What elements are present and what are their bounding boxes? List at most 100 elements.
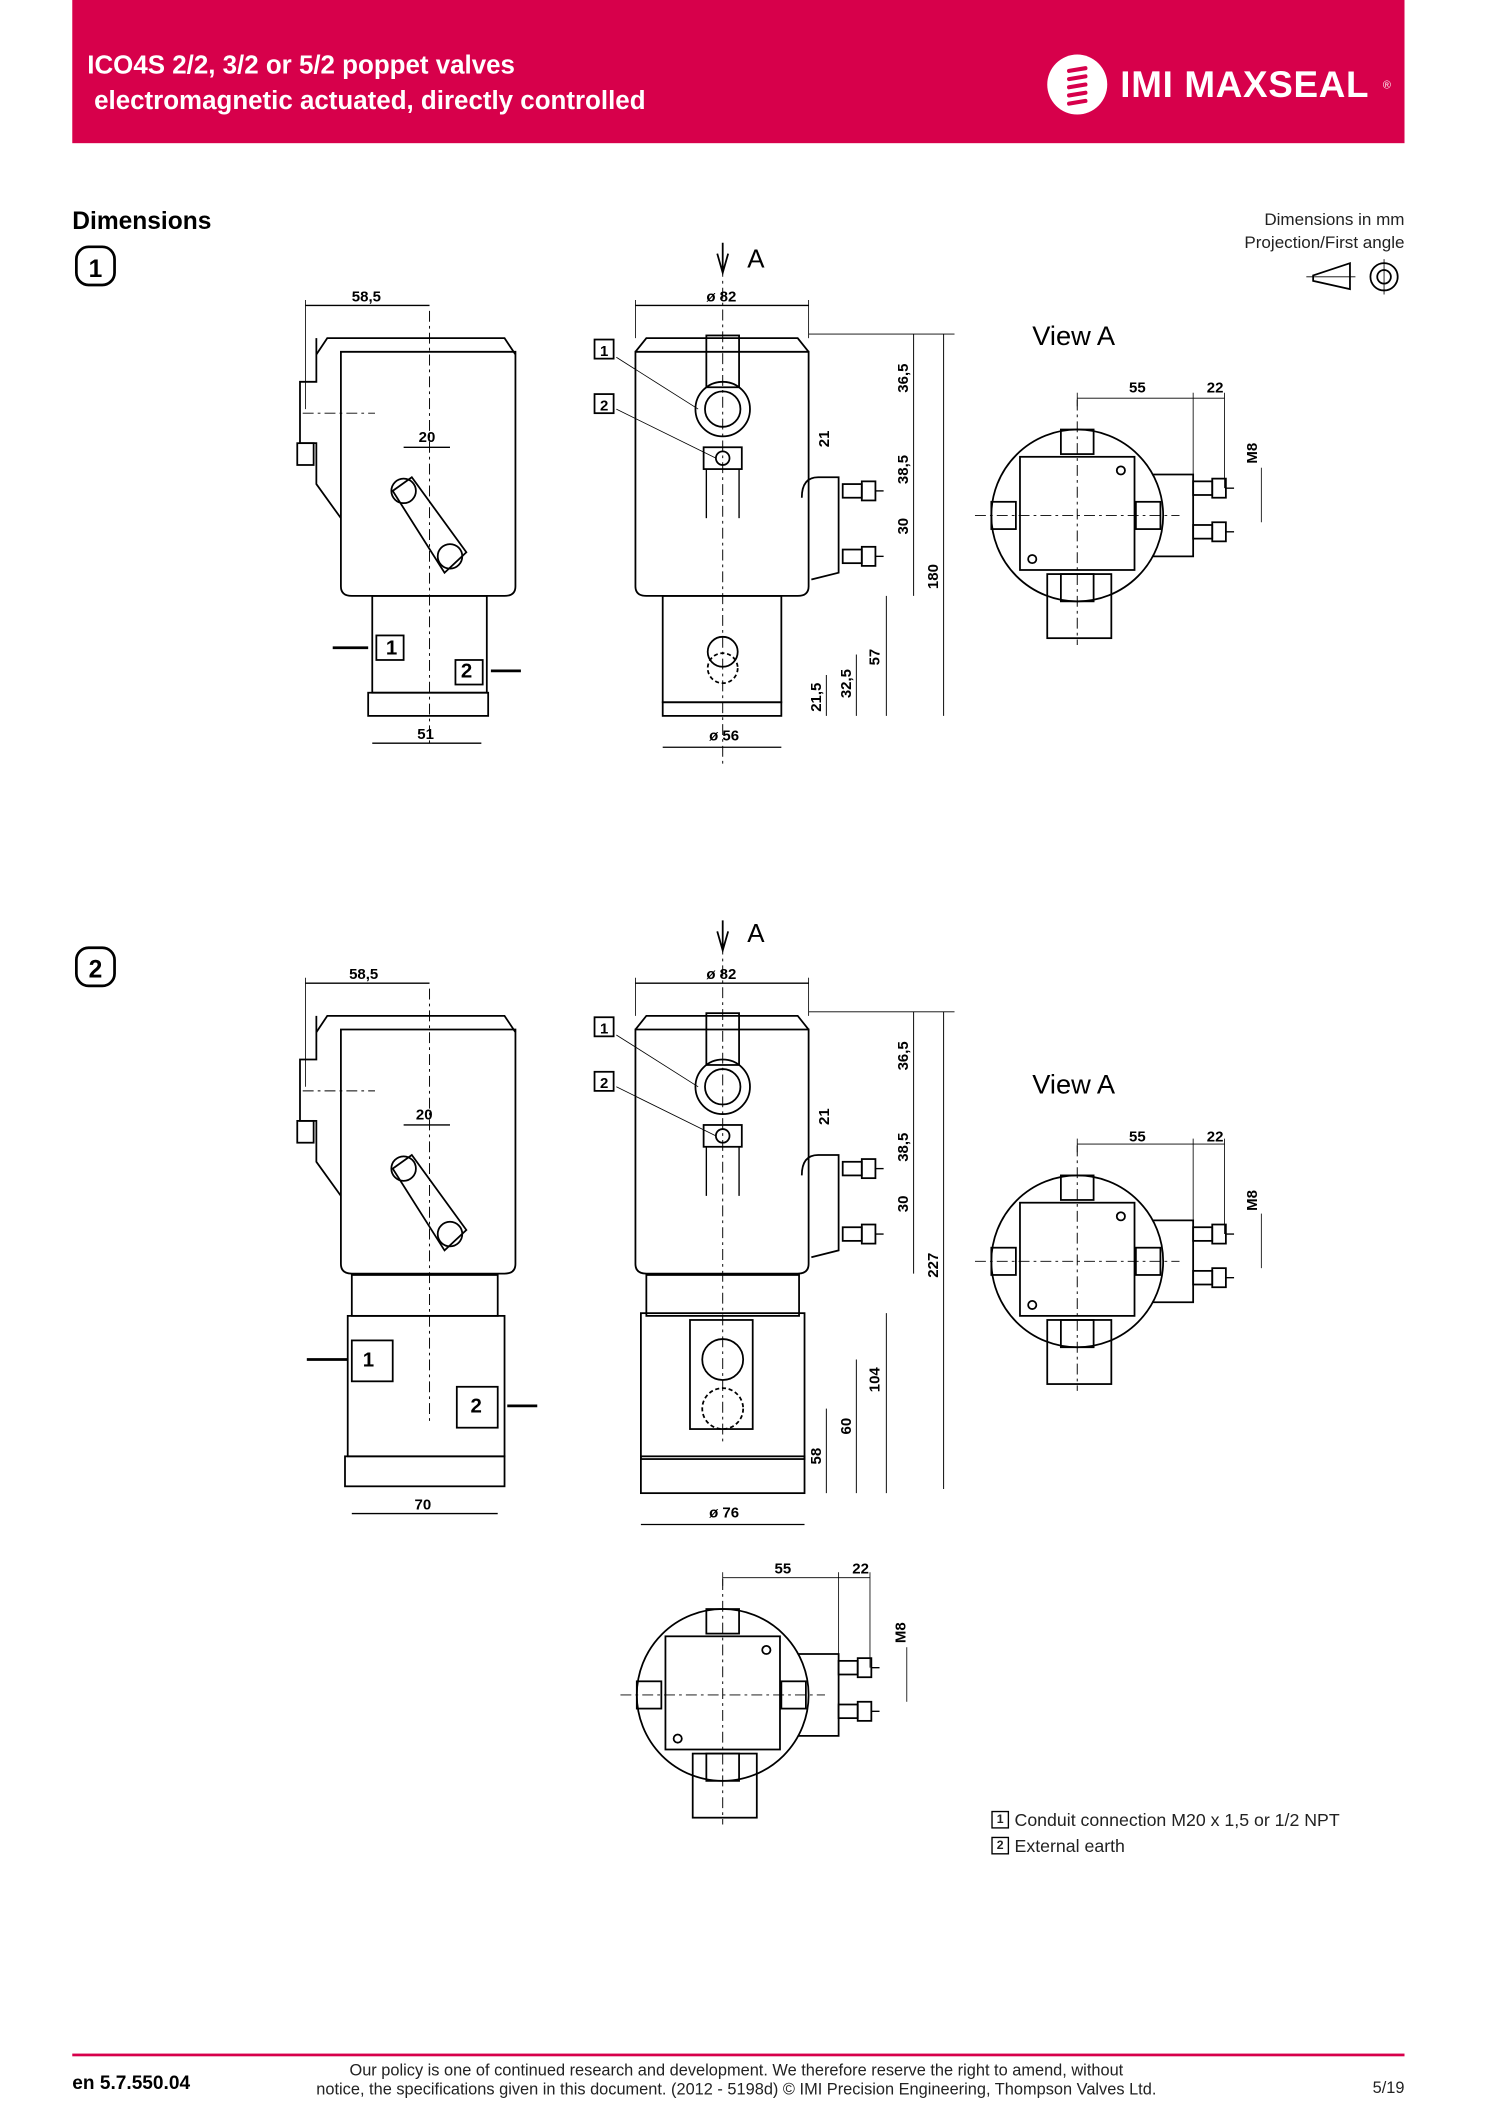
coil-bracket <box>391 476 468 575</box>
callout-1: 1 <box>600 1021 608 1038</box>
view-a <box>974 392 1262 645</box>
footer-divider <box>72 2053 1405 2057</box>
port-label-2: 2 <box>470 1395 481 1418</box>
view-direction-arrow <box>716 242 730 276</box>
valve-body <box>640 1312 806 1460</box>
hex-nut <box>1211 521 1227 543</box>
housing-top <box>634 337 810 353</box>
drawing-circle <box>761 1644 772 1655</box>
figure-number-1: 1 <box>74 245 116 287</box>
callout-2: 2 <box>600 1075 608 1092</box>
doc-number: en 5.7.550.04 <box>72 2071 191 2094</box>
drawing-circle <box>1115 465 1126 476</box>
front-view <box>593 920 955 1526</box>
hex-nut <box>860 480 877 502</box>
legend-number: 1 <box>991 1810 1010 1829</box>
view-a <box>974 1138 1262 1391</box>
drawing-circle <box>672 1733 683 1744</box>
hex-nut <box>860 545 877 567</box>
housing <box>340 350 517 597</box>
drawing-circle <box>436 1220 464 1248</box>
hex-nut <box>841 1226 863 1242</box>
dim-dia-base: ø 56 <box>709 727 739 744</box>
dim-d2: 21 <box>816 1108 833 1125</box>
valve-body <box>661 595 783 704</box>
drawing-line <box>616 356 699 410</box>
hex-nut <box>1192 480 1214 496</box>
front-view <box>593 242 955 764</box>
dim-d7: 21,5 <box>808 683 825 712</box>
hex-nut <box>860 1223 877 1245</box>
dim-base: 51 <box>417 726 434 743</box>
bottom-view <box>620 1572 908 1825</box>
hex-nut <box>837 1703 859 1720</box>
terminal-box <box>1152 473 1195 558</box>
port-2 <box>455 1385 499 1429</box>
dim-dia-base: ø 76 <box>709 1505 739 1522</box>
drawing-circle <box>1027 554 1038 565</box>
dim-bottom-22: 22 <box>852 1561 869 1578</box>
side-view <box>296 299 521 744</box>
callout-2: 2 <box>600 397 608 414</box>
valve-base <box>661 701 783 717</box>
section-title: Dimensions <box>72 207 212 235</box>
dim-offset: 20 <box>416 1107 433 1124</box>
drawing-circle <box>390 1155 417 1182</box>
housing-top <box>315 337 517 356</box>
hex-nut <box>1192 524 1214 540</box>
drawing-line <box>616 1034 699 1088</box>
dim-base: 70 <box>415 1497 432 1514</box>
dim-d3: 38,5 <box>895 455 912 484</box>
legend-item-1: 1 Conduit connection M20 x 1,5 or 1/2 NP… <box>991 1809 1340 1830</box>
drawing-line <box>616 408 717 459</box>
port-label-1: 1 <box>363 1348 374 1371</box>
valve-body <box>645 1274 800 1317</box>
port-label-2: 2 <box>461 660 472 683</box>
dim-total: 227 <box>925 1253 942 1278</box>
dim-d1: 36,5 <box>895 1041 912 1070</box>
view-arrow-label: A <box>747 920 765 948</box>
disclaimer-line-2: notice, the specifications given in this… <box>316 2079 1157 2099</box>
dim-d3: 38,5 <box>895 1133 912 1162</box>
dim-d6: 32,5 <box>838 669 855 698</box>
dim-d4: 30 <box>895 1196 912 1213</box>
terminal-box <box>800 1154 840 1259</box>
conduit-box <box>299 1015 342 1197</box>
dim-d1: 36,5 <box>895 364 912 393</box>
manifold-plate <box>689 1319 754 1430</box>
logo-wordmark: IMI MAXSEAL <box>1120 63 1370 105</box>
dim-bottom-55: 55 <box>775 1561 792 1578</box>
hex-nut <box>841 483 863 499</box>
dim-d7: 58 <box>808 1448 825 1465</box>
conduit-entry <box>691 1752 758 1819</box>
dim-view-a-22: 22 <box>1207 380 1224 397</box>
footer-disclaimer: Our policy is one of continued research … <box>314 2060 1159 2098</box>
drawing-circle <box>1027 1299 1038 1310</box>
hex-nut <box>860 1158 877 1180</box>
housing <box>634 1028 810 1275</box>
housing-top <box>634 1014 810 1031</box>
housing <box>340 1028 517 1275</box>
drawing-circle <box>706 652 739 685</box>
hex-nut <box>837 1659 859 1676</box>
hex-nut <box>1211 1267 1227 1289</box>
valve-base <box>367 691 490 717</box>
housing <box>634 350 810 597</box>
title-line-2: electromagnetic actuated, directly contr… <box>94 87 646 116</box>
drawing-line <box>616 1086 717 1137</box>
hex-nut <box>1211 477 1227 499</box>
terminal-box <box>797 1653 840 1737</box>
dim-dia-top: ø 82 <box>706 288 736 305</box>
header-banner: ICO4S 2/2, 3/2 or 5/2 poppet valves elec… <box>72 0 1405 144</box>
view-arrow-label: A <box>747 245 765 273</box>
hex-nut <box>856 1657 873 1679</box>
dim-bottom-m8: M8 <box>892 1622 909 1643</box>
terminal-box <box>1152 1219 1195 1304</box>
port-1 <box>375 634 405 661</box>
dim-dia-top: ø 82 <box>706 966 736 983</box>
legend-text: External earth <box>1014 1835 1125 1856</box>
conduit-entry <box>1046 573 1113 640</box>
hex-nut <box>1211 1223 1227 1245</box>
drawing-circle <box>701 1387 745 1430</box>
